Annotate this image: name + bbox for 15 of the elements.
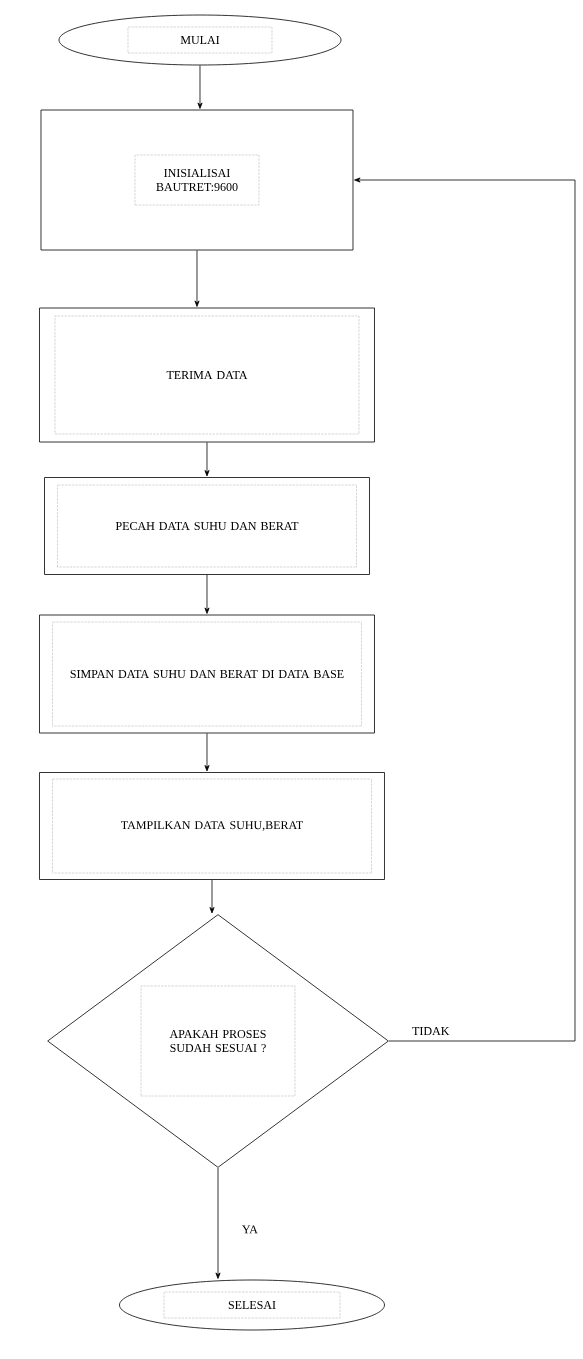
- arrow: [209, 879, 215, 914]
- arrow: [204, 442, 210, 477]
- edge-label: TIDAK: [412, 1027, 450, 1035]
- arrow: [204, 733, 210, 772]
- arrow: [194, 250, 200, 307]
- process-box: TERIMA DATA: [39, 307, 375, 443]
- process-box: PECAH DATA SUHU DAN BERAT: [44, 477, 370, 575]
- arrow: [215, 1167, 221, 1279]
- arrow: [197, 65, 203, 109]
- arrow: [204, 574, 210, 614]
- edge-label: YA: [242, 1225, 258, 1234]
- input-parallelogram: INISIALISAI BAUTRET:9600: [40, 109, 354, 251]
- arrow: [354, 177, 576, 1042]
- process-box: SIMPAN DATA SUHU DAN BERAT DI DATA BASE: [39, 614, 375, 734]
- process-box: TAMPILKAN DATA SUHU,BERAT: [39, 772, 385, 880]
